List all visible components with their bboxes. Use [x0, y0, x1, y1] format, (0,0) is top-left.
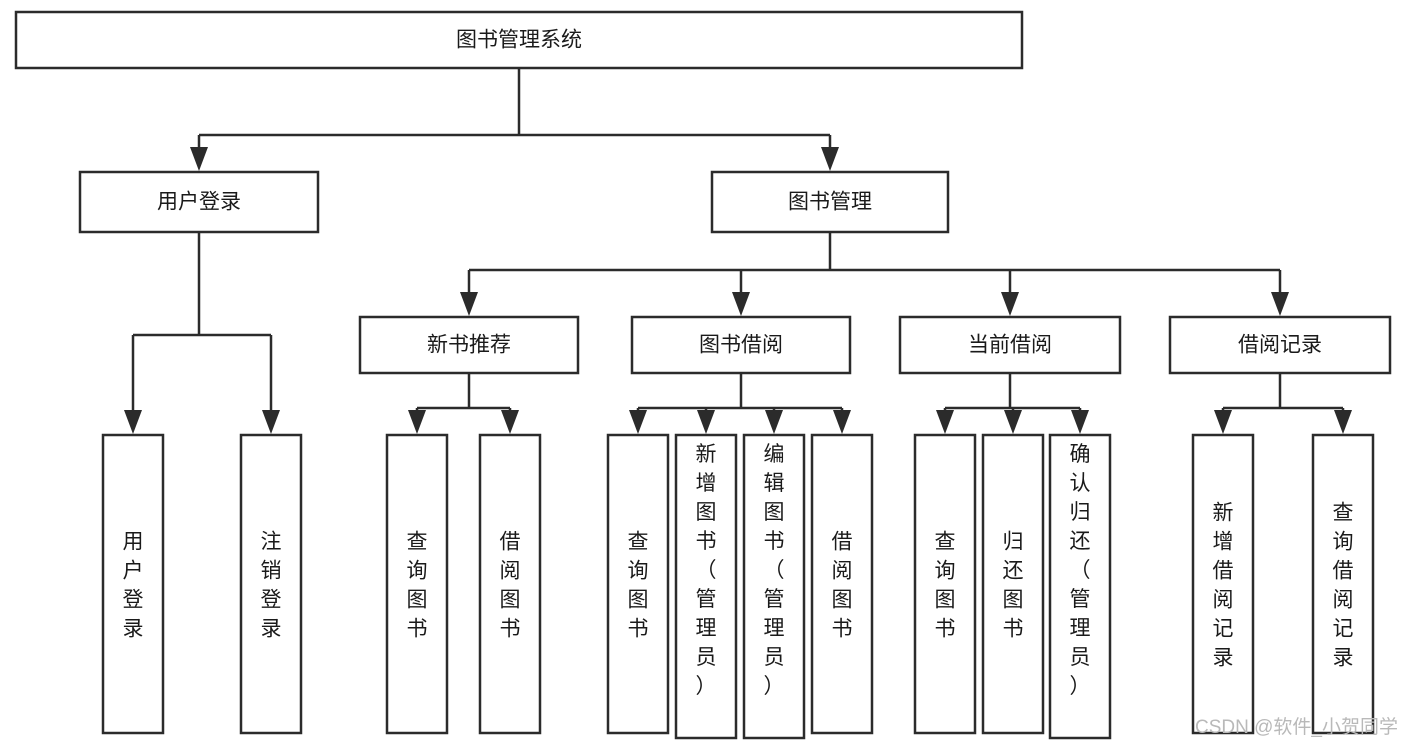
node-label-user-login: 用户登录 — [157, 191, 241, 214]
node-borrow-record[interactable]: 借阅记录 — [1168, 315, 1392, 375]
connector-arrowhead — [936, 410, 954, 434]
node-leaf-return-book[interactable]: 归还图书 — [981, 433, 1045, 735]
node-box-new-book-rec[interactable] — [358, 315, 580, 375]
edge-group-e-newbook-split — [408, 373, 519, 434]
node-leaf-query-borrow-record[interactable]: 查询借阅记录 — [1311, 433, 1375, 735]
connector-arrowhead — [190, 147, 208, 171]
edge-group-e-bookborrow-split — [629, 373, 851, 434]
node-label-leaf-borrow-book-rec: 借阅图书 — [500, 531, 521, 641]
node-box-book-manage[interactable] — [710, 170, 950, 234]
connector-arrowhead — [1071, 410, 1089, 434]
edge-group-e-bookmanage-split — [460, 232, 1289, 316]
node-box-root[interactable] — [14, 10, 1024, 70]
connector-arrowhead — [1004, 410, 1022, 434]
edge-group-e-root-split — [190, 68, 839, 171]
node-leaf-borrow-book[interactable]: 借阅图书 — [810, 433, 874, 735]
edge-group-e-userlogin-split — [124, 232, 280, 434]
node-label-leaf-logout: 注销登录 — [261, 531, 282, 641]
node-leaf-user-login[interactable]: 用户登录 — [101, 433, 165, 735]
node-label-book-manage: 图书管理 — [788, 191, 872, 214]
node-leaf-query-book-current[interactable]: 查询图书 — [913, 433, 977, 735]
node-box-leaf-query-book-rec[interactable] — [385, 433, 449, 735]
node-book-manage[interactable]: 图书管理 — [710, 170, 950, 234]
connector-arrowhead — [1334, 410, 1352, 434]
connector-arrowhead — [765, 410, 783, 434]
node-box-leaf-logout[interactable] — [239, 433, 303, 735]
node-box-leaf-user-login[interactable] — [101, 433, 165, 735]
node-leaf-borrow-book-rec[interactable]: 借阅图书 — [478, 433, 542, 735]
node-leaf-logout[interactable]: 注销登录 — [239, 433, 303, 735]
node-label-borrow-record: 借阅记录 — [1238, 334, 1322, 357]
connector-arrowhead — [833, 410, 851, 434]
connector-arrowhead — [1271, 292, 1289, 316]
connector-arrowhead — [732, 292, 750, 316]
node-label-leaf-user-login: 用户登录 — [123, 531, 144, 641]
connector-arrowhead — [1214, 410, 1232, 434]
node-root[interactable]: 图书管理系统 — [14, 10, 1024, 70]
node-current-borrow[interactable]: 当前借阅 — [898, 315, 1122, 375]
node-box-book-borrow[interactable] — [630, 315, 852, 375]
node-box-leaf-borrow-book-rec[interactable] — [478, 433, 542, 735]
node-box-leaf-borrow-book[interactable] — [810, 433, 874, 735]
node-book-borrow[interactable]: 图书借阅 — [630, 315, 852, 375]
node-box-leaf-return-book[interactable] — [981, 433, 1045, 735]
node-label-leaf-add-borrow-record: 新增借阅记录 — [1213, 502, 1234, 670]
connector-arrowhead — [262, 410, 280, 434]
node-box-leaf-edit-book[interactable] — [742, 433, 806, 740]
node-new-book-rec[interactable]: 新书推荐 — [358, 315, 580, 375]
node-leaf-add-borrow-record[interactable]: 新增借阅记录 — [1191, 433, 1255, 735]
node-leaf-add-book[interactable]: 新增图书（管理员） — [674, 433, 738, 740]
node-leaf-edit-book[interactable]: 编辑图书（管理员） — [742, 433, 806, 740]
connector-arrowhead — [1001, 292, 1019, 316]
edge-group-e-current-split — [936, 373, 1089, 434]
node-box-borrow-record[interactable] — [1168, 315, 1392, 375]
node-box-leaf-confirm-return[interactable] — [1048, 433, 1112, 740]
node-label-leaf-return-book: 归还图书 — [1003, 531, 1024, 641]
connector-arrowhead — [408, 410, 426, 434]
node-label-leaf-borrow-book: 借阅图书 — [832, 531, 853, 641]
csdn-watermark: CSDN @软件_小贺同学 — [1195, 716, 1398, 738]
node-box-user-login[interactable] — [78, 170, 320, 234]
node-user-login[interactable]: 用户登录 — [78, 170, 320, 234]
node-label-leaf-query-book-rec: 查询图书 — [407, 531, 428, 641]
edge-group-e-record-split — [1214, 373, 1352, 434]
node-label-new-book-rec: 新书推荐 — [427, 334, 511, 357]
connector-arrowhead — [629, 410, 647, 434]
node-label-leaf-query-book-borrow: 查询图书 — [628, 531, 649, 641]
node-box-leaf-add-borrow-record[interactable] — [1191, 433, 1255, 735]
node-box-leaf-add-book[interactable] — [674, 433, 738, 740]
connector-layer — [124, 68, 1352, 434]
node-label-leaf-confirm-return: 确认归还（管理员） — [1070, 443, 1091, 698]
connector-arrowhead — [821, 147, 839, 171]
node-label-leaf-add-book: 新增图书（管理员） — [696, 443, 717, 698]
node-label-leaf-query-book-current: 查询图书 — [935, 531, 956, 641]
node-box-leaf-query-borrow-record[interactable] — [1311, 433, 1375, 735]
node-leaf-query-book-rec[interactable]: 查询图书 — [385, 433, 449, 735]
node-label-current-borrow: 当前借阅 — [968, 334, 1052, 357]
node-label-root: 图书管理系统 — [456, 29, 582, 52]
node-label-book-borrow: 图书借阅 — [699, 334, 783, 357]
node-label-leaf-edit-book: 编辑图书（管理员） — [764, 443, 785, 698]
node-box-leaf-query-book-borrow[interactable] — [606, 433, 670, 735]
node-leaf-confirm-return[interactable]: 确认归还（管理员） — [1048, 433, 1112, 740]
node-box-leaf-query-book-current[interactable] — [913, 433, 977, 735]
connector-arrowhead — [460, 292, 478, 316]
node-box-current-borrow[interactable] — [898, 315, 1122, 375]
connector-arrowhead — [124, 410, 142, 434]
node-label-leaf-query-borrow-record: 查询借阅记录 — [1333, 502, 1354, 670]
node-leaf-query-book-borrow[interactable]: 查询图书 — [606, 433, 670, 735]
connector-arrowhead — [697, 410, 715, 434]
connector-arrowhead — [501, 410, 519, 434]
node-layer: 图书管理系统用户登录图书管理新书推荐图书借阅当前借阅借阅记录用户登录注销登录查询… — [14, 10, 1392, 740]
